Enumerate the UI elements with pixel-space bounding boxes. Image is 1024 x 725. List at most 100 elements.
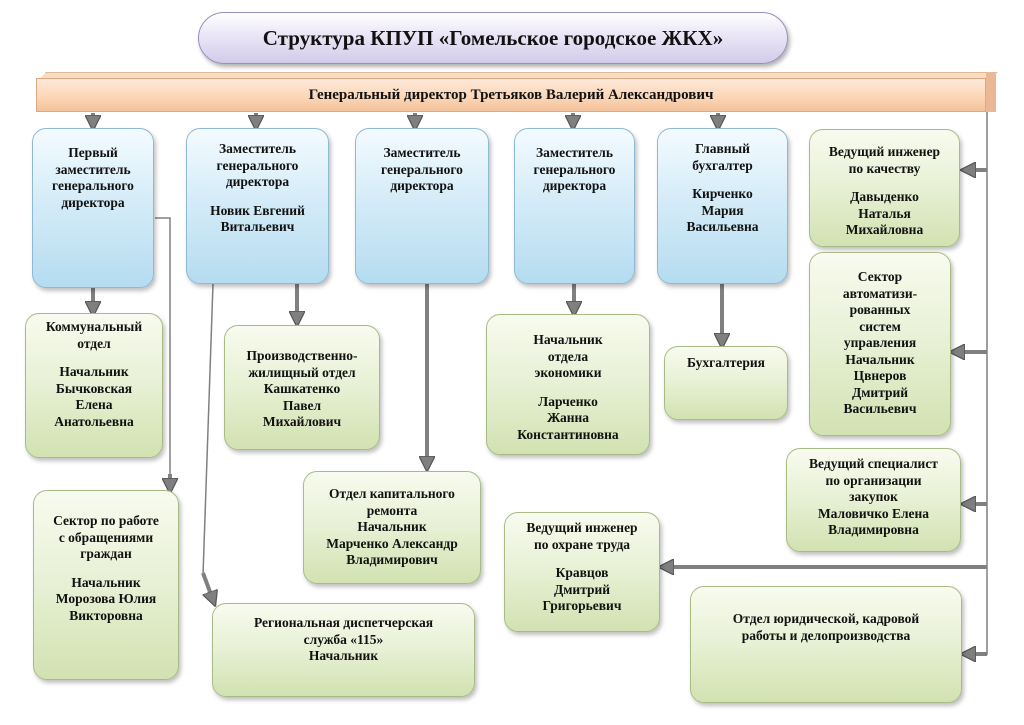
box-text-line: генерального — [52, 178, 134, 193]
box-text-line: Дмитрий — [553, 581, 611, 597]
director-bar-side — [986, 72, 996, 112]
box-text-line: работы и делопроизводства — [741, 627, 911, 643]
box-text-line: Дмитрий — [851, 384, 909, 400]
box-text-line: Ведущий инженер — [526, 520, 638, 535]
box-text-line: Заместитель — [536, 145, 613, 160]
box-text-line: граждан — [80, 546, 132, 561]
box-text-line: директора — [542, 178, 607, 193]
box-text-line: Цвнеров — [853, 368, 907, 383]
box-text-line: Григорьевич — [542, 598, 622, 613]
box-text-line: Михайлович — [262, 414, 342, 429]
box-text-line: Начальник — [845, 351, 915, 367]
box-text-line: Ведущий инженер — [828, 144, 941, 159]
general-director-box: Генеральный директор Третьяков Валерий А… — [36, 78, 986, 112]
box-text-line: Кашкатенко — [263, 381, 341, 396]
line-novik-dispatch — [202, 283, 214, 576]
box-text-line: систем — [859, 318, 901, 334]
box-text-line: экономики — [534, 365, 602, 380]
box-text-line: Начальник — [308, 648, 379, 663]
box-text-line: Коммунальный — [45, 319, 143, 334]
box-text-line: Мария — [701, 202, 744, 218]
box-text-line: по охране труда — [533, 536, 631, 552]
box-text-line: Марченко Александр — [326, 535, 458, 551]
box-text-line: Маловичко Елена — [817, 505, 930, 521]
box-text-line: отдела — [547, 348, 589, 364]
box-text-line: жилищный отдел — [248, 364, 356, 380]
box-text-line: Давыденко — [850, 189, 919, 204]
arrow-novik-dispatch-head — [201, 572, 213, 600]
box-text-line: Кравцов — [555, 565, 609, 580]
box-text-line: Павел — [282, 397, 322, 413]
box-text-line: генерального — [533, 161, 616, 177]
box-text-line: директора — [61, 194, 125, 210]
box-text-line: Владимировна — [828, 522, 919, 537]
chart-title: Структура КПУП «Гомельское городское ЖКХ… — [198, 12, 788, 64]
box-text-line: Главный — [695, 141, 750, 156]
box-text-line: Ведущий специалист — [809, 456, 938, 471]
box-text-line: генерального — [381, 161, 463, 177]
box-text-line: Заместитель — [219, 141, 296, 156]
box-text-line: Производственно- — [246, 348, 358, 363]
box-text-line: с обращениями — [58, 529, 154, 545]
box-text-line: Сектор по работе — [53, 513, 159, 528]
box-text-line: Бычковская — [55, 380, 133, 396]
box-text-line: служба «115» — [303, 631, 384, 647]
box-text-line: Новик Евгений — [210, 202, 305, 218]
box-text-line: Отдел юридической, кадровой — [732, 611, 920, 626]
box-text-line: Морозова Юлия — [55, 591, 157, 606]
box-text-line: Отдел капитального — [329, 486, 455, 501]
box-text-line: управления — [843, 335, 917, 350]
box-text-line: Михайловна — [845, 222, 924, 237]
box-text-line: Начальник — [533, 332, 603, 347]
box-text-line: Начальник — [71, 574, 141, 590]
box-text-line: Сектор — [857, 269, 903, 284]
box-text-line: Начальник — [357, 519, 427, 534]
box-text-line: Елена — [75, 397, 113, 412]
box-text-line: отдел — [77, 335, 111, 351]
box-text-line: Ларченко — [538, 393, 598, 409]
box-text-line: Викторовна — [69, 607, 143, 623]
box-text-line: Начальник — [59, 364, 129, 379]
box-text-line: Первый — [68, 145, 118, 160]
box-text-line: Наталья — [858, 205, 911, 221]
box-text-line: автоматизи- — [842, 285, 918, 301]
box-text-line: Константиновна — [517, 426, 619, 442]
box-text-line: заместитель — [55, 161, 131, 177]
box-text-line: бухгалтер — [692, 157, 753, 173]
box-text-line: рованных — [849, 302, 911, 317]
box-text-line: Заместитель — [383, 145, 461, 160]
box-text-line: ремонта — [366, 502, 418, 518]
box-text-line: генерального — [216, 157, 299, 173]
box-text-line: Бухгалтерия — [687, 355, 765, 370]
box-text-line: закупок — [849, 489, 898, 504]
box-text-line: Жанна — [546, 410, 590, 425]
box-text-line: Анатольевна — [54, 413, 134, 429]
box-text-line: директора — [225, 174, 290, 189]
box-text-line: Владимирович — [346, 552, 438, 567]
box-text-line: Васильевна — [686, 219, 759, 234]
accounting-box: Бухгалтерия — [664, 346, 788, 420]
box-text-line: Витальевич — [220, 219, 295, 234]
box-text-line: директора — [390, 178, 454, 193]
box-text-line: Региональная диспетчерская — [253, 615, 434, 630]
line-first-appeals — [155, 217, 171, 484]
box-text-line: Васильевич — [843, 401, 917, 416]
box-text-line: по качеству — [848, 160, 921, 176]
box-text-line: по организации — [825, 472, 922, 488]
box-text-line: Кирченко — [692, 186, 753, 201]
